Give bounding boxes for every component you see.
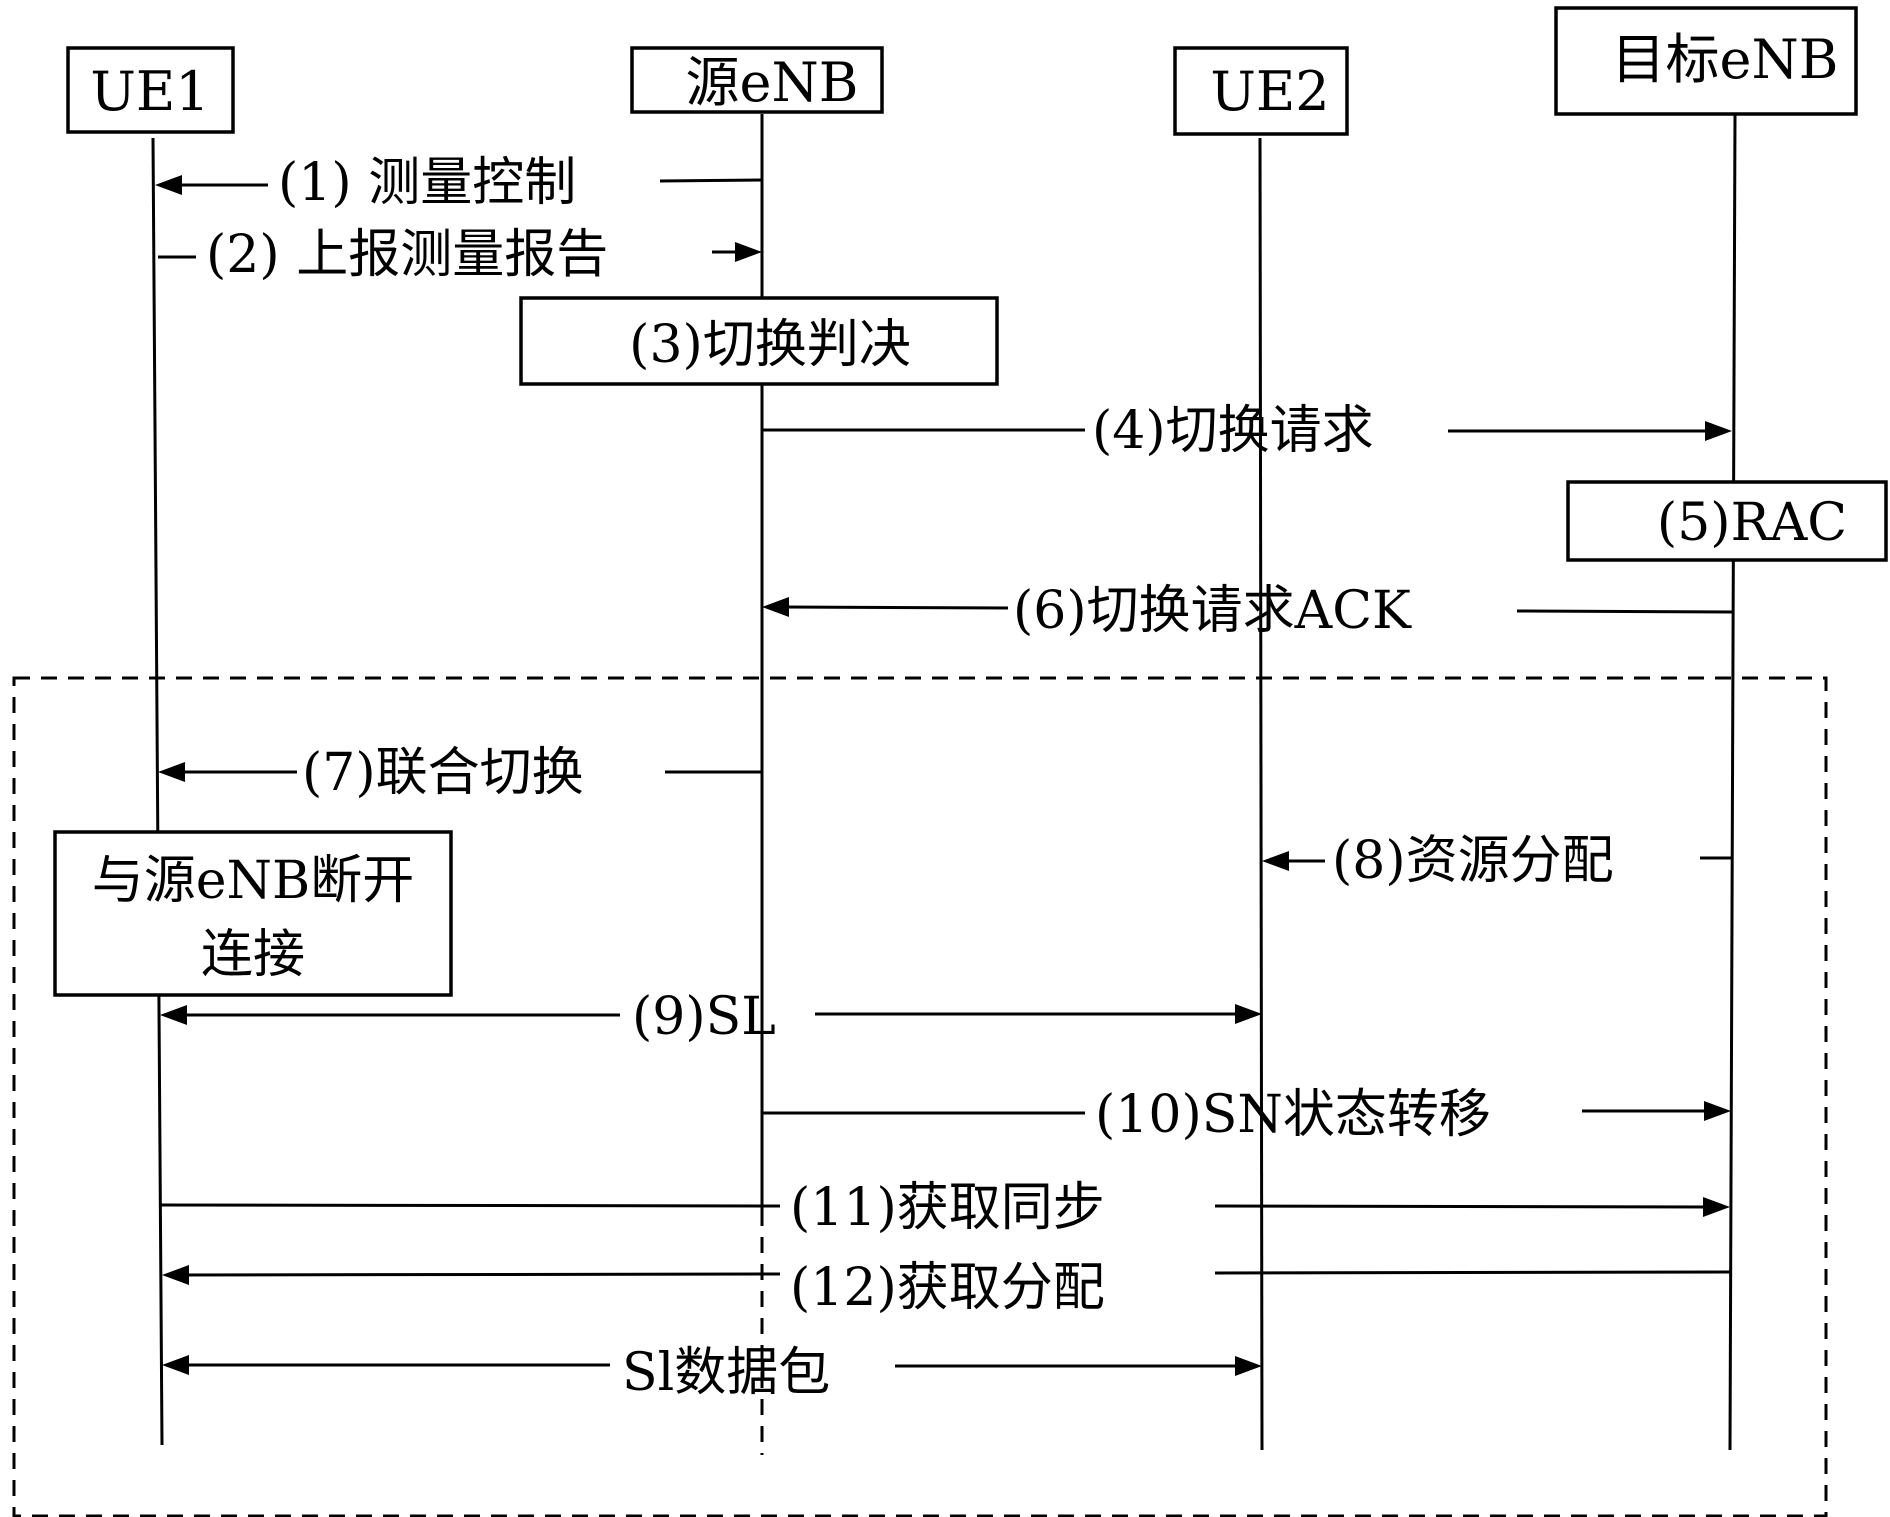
disconnect-label-line1: 与源eNB断开 [92, 851, 415, 911]
message-sl-data-label: Sl数据包 [622, 1343, 830, 1403]
message-2-label: (2) 上报测量报告 [206, 225, 608, 285]
message-11: (11)获取同步 [160, 1178, 1730, 1238]
message-6-label: (6)切换请求ACK [1013, 581, 1412, 641]
message-10-label: (10)SN状态转移 [1095, 1085, 1491, 1145]
lifeline-target-enb [1728, 113, 1737, 1451]
entity-source-enb: 源eNB [630, 46, 884, 114]
message-11-label: (11)获取同步 [790, 1178, 1105, 1238]
message-6: (6)切换请求ACK [762, 581, 1734, 641]
message-1: (1) 测量控制 [155, 153, 763, 213]
message-9-label: (9)SL [632, 987, 776, 1047]
rac-label: (5)RAC [1657, 493, 1847, 553]
joint-handover-frame [12, 676, 1828, 1517]
disconnect-box: 与源eNB断开 连接 [53, 830, 453, 997]
lifeline-ue1 [151, 137, 164, 1446]
entity-ue2-label: UE2 [1210, 60, 1329, 123]
handover-decision-box: (3)切换判决 [519, 296, 999, 386]
message-1-label: (1) 测量控制 [278, 153, 576, 213]
message-4: (4)切换请求 [762, 401, 1732, 461]
entity-ue1-label: UE1 [90, 60, 209, 123]
message-2: (2) 上报测量报告 [158, 225, 762, 285]
disconnect-label-line2: 连接 [201, 925, 305, 985]
rac-box: (5)RAC [1566, 480, 1888, 562]
message-4-label: (4)切换请求 [1092, 401, 1374, 461]
message-sl-data: Sl数据包 [162, 1343, 1262, 1403]
entity-source-enb-label: 源eNB [686, 51, 859, 114]
entity-target-enb: 目标eNB [1554, 6, 1858, 116]
message-12-label: (12)获取分配 [790, 1258, 1105, 1318]
message-8-label: (8)资源分配 [1332, 831, 1614, 891]
message-7: (7)联合切换 [158, 743, 762, 803]
entity-ue1: UE1 [66, 46, 235, 134]
entity-ue2: UE2 [1173, 46, 1349, 136]
entity-target-enb-label: 目标eNB [1612, 28, 1839, 91]
message-7-label: (7)联合切换 [302, 743, 584, 803]
message-9: (9)SL [160, 987, 1262, 1047]
handover-decision-label: (3)切换判决 [629, 315, 911, 375]
lifeline-ue2 [1258, 137, 1264, 1451]
message-10: (10)SN状态转移 [762, 1085, 1731, 1145]
message-8: (8)资源分配 [1262, 831, 1733, 891]
message-12: (12)获取分配 [162, 1258, 1731, 1318]
